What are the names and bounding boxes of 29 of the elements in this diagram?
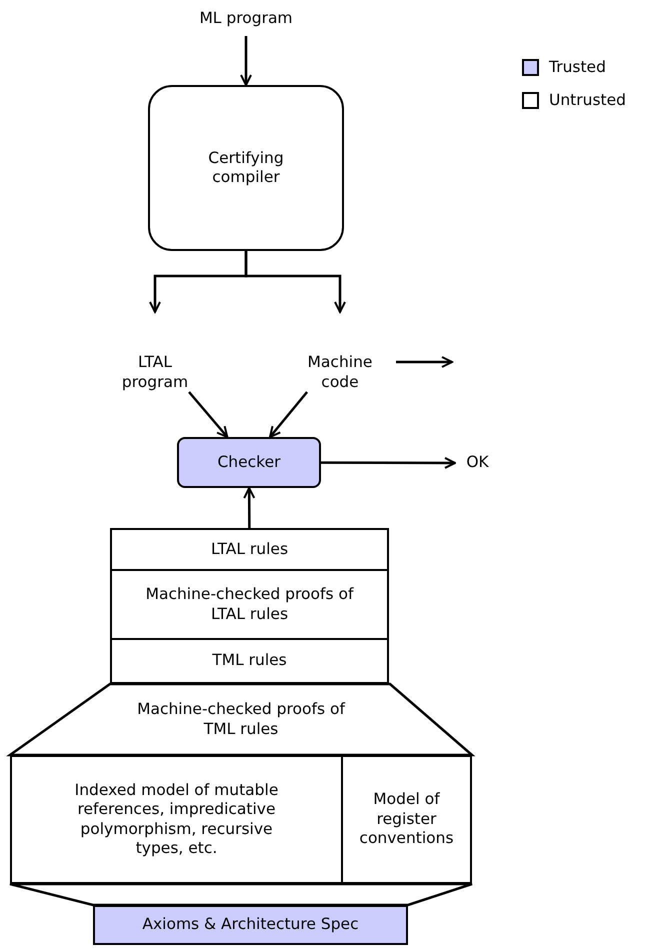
legend-label: Untrusted	[549, 91, 626, 109]
arrow	[269, 391, 308, 438]
node-label: TML rules	[212, 651, 287, 671]
layer-box	[93, 905, 408, 945]
node-label: Model of register conventions	[358, 790, 455, 849]
legend-label: Trusted	[549, 58, 606, 76]
node-label: Axioms & Architecture Spec	[142, 915, 359, 935]
layer-box	[343, 755, 472, 884]
node-label: Checker	[217, 452, 281, 472]
arrow	[243, 487, 256, 528]
layer-box	[110, 571, 389, 640]
arrow	[244, 251, 346, 313]
node-label: LTAL rules	[210, 540, 288, 560]
arrow	[188, 391, 228, 438]
node-label: Machine-checked proofs of LTAL rules	[146, 585, 354, 624]
arrow	[240, 36, 252, 86]
rounded-process-box	[148, 85, 344, 251]
arrow	[321, 456, 456, 469]
layer-box	[110, 528, 389, 571]
node-label: Certifying compiler	[207, 148, 285, 188]
node-label: Machine code	[306, 353, 374, 392]
node-label: OK	[466, 453, 489, 473]
rounded-process-box	[177, 437, 321, 488]
layer-box	[110, 640, 389, 684]
node-label: ML program	[199, 9, 293, 29]
arrow	[396, 356, 453, 368]
node-label: Indexed model of mutable references, impredicative polymorphism, recursive types, etc.	[74, 780, 280, 858]
node-label: Machine-checked proofs of TML rules	[137, 700, 345, 739]
node-label: LTAL program	[120, 353, 190, 392]
